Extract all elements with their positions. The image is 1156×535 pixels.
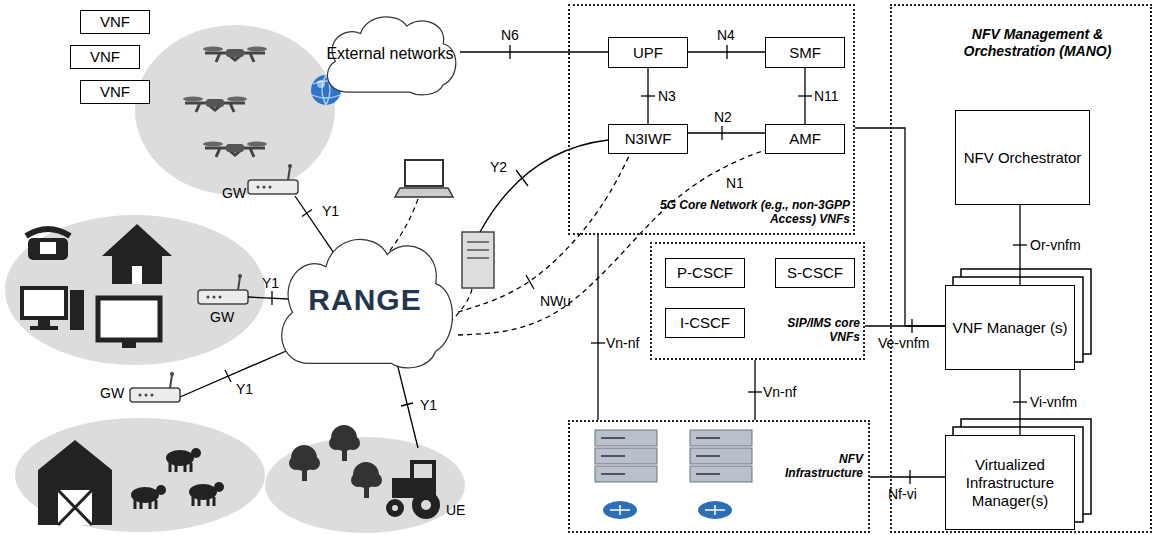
interface-tick <box>526 275 534 289</box>
connector <box>597 235 598 420</box>
label: Y1 <box>236 382 253 396</box>
node-label: SMF <box>789 44 821 62</box>
process-box: NFV Orchestrator <box>955 110 1090 205</box>
interface-label: Vn-nf <box>763 385 796 399</box>
vnf-box: VNF <box>80 10 150 34</box>
connector <box>754 360 755 420</box>
connector <box>458 154 630 312</box>
node-label: P-CSCF <box>677 264 733 282</box>
interface-label: Vn-nf <box>606 336 639 350</box>
interface-tick <box>1013 244 1027 245</box>
vnf-box: S-CSCF <box>775 258 855 288</box>
nfvi-region: NFV Infrastructure <box>568 420 870 533</box>
interface-label: NWu <box>540 294 571 308</box>
label: Y1 <box>262 276 279 290</box>
process-box: Virtualized Infrastructure Manager(s) <box>945 435 1075 530</box>
node-label: UPF <box>633 44 663 62</box>
interface-tick <box>509 45 510 59</box>
connector <box>688 132 765 133</box>
interface-label: Vi-vnfm <box>1030 395 1077 409</box>
label: Y1 <box>322 204 339 218</box>
label: Y2 <box>490 160 507 174</box>
ims-region: SIP/IMS core VNFs P-CSCF S-CSCF I-CSCF <box>650 242 865 360</box>
interface-label: Ve-vnfm <box>878 336 929 350</box>
vnf-box: I-CSCF <box>665 308 745 338</box>
region-title: 5G Core Network (e.g., non-3GPP Access) … <box>640 198 850 227</box>
region-title: NFV Management & Orchestration (MANO) <box>930 26 1145 60</box>
label: GW <box>100 386 124 400</box>
node-label: VNF Manager (s) <box>952 319 1067 337</box>
range-cloud: RANGE <box>272 228 458 373</box>
interface-tick <box>721 126 722 140</box>
interface-label: N1 <box>726 176 744 190</box>
label: GW <box>210 310 234 324</box>
node-label: S-CSCF <box>787 264 843 282</box>
interface-tick <box>909 470 910 484</box>
node-label: I-CSCF <box>680 314 730 332</box>
label: UE <box>446 503 465 517</box>
cloud-node: External networks <box>320 10 460 98</box>
vnf-box: VNF <box>80 80 150 104</box>
node-label: AMF <box>789 130 821 148</box>
vnf-box: UPF <box>608 37 688 68</box>
interface-label: Or-vnfm <box>1030 238 1081 252</box>
interface-tick <box>748 391 762 392</box>
node-label: External networks <box>326 45 453 63</box>
region-title: NFV Infrastructure <box>768 452 863 481</box>
interface-label: Nf-vi <box>888 487 917 501</box>
node-label: VNF <box>90 48 120 66</box>
vnf-box: AMF <box>765 124 845 154</box>
connector <box>870 476 945 477</box>
vnf-box: SMF <box>765 37 845 68</box>
node-label: VNF <box>100 83 130 101</box>
interface-tick <box>641 95 655 96</box>
label: GW <box>222 186 246 200</box>
process-box: VNF Manager (s) <box>945 285 1075 370</box>
vnf-box: N3IWF <box>608 124 688 154</box>
interface-label: N4 <box>717 28 735 42</box>
node-label: VNF <box>100 13 130 31</box>
connector <box>460 51 608 52</box>
connector <box>865 325 945 326</box>
interface-label: N11 <box>814 89 839 103</box>
interface-tick <box>798 95 812 96</box>
vnf-box: VNF <box>70 45 140 69</box>
interface-tick <box>591 342 605 343</box>
node-label: RANGE <box>308 283 421 318</box>
interface-tick <box>726 45 727 59</box>
interface-tick <box>911 319 912 333</box>
connector <box>855 128 945 326</box>
core-region: 5G Core Network (e.g., non-3GPP Access) … <box>568 4 855 235</box>
region-title: SIP/IMS core VNFs <box>768 316 860 345</box>
node-label: Virtualized Infrastructure Manager(s) <box>950 456 1070 510</box>
interface-tick <box>1013 401 1027 402</box>
label: Y1 <box>420 398 437 412</box>
interface-label: N6 <box>501 28 519 42</box>
interface-label: N2 <box>714 110 732 124</box>
vnf-box: P-CSCF <box>665 258 745 288</box>
node-label: N3IWF <box>625 130 672 148</box>
mano-region: NFV Management & Orchestration (MANO) NFV… <box>890 4 1152 533</box>
node-label: NFV Orchestrator <box>964 149 1082 167</box>
interface-label: N3 <box>658 89 676 103</box>
